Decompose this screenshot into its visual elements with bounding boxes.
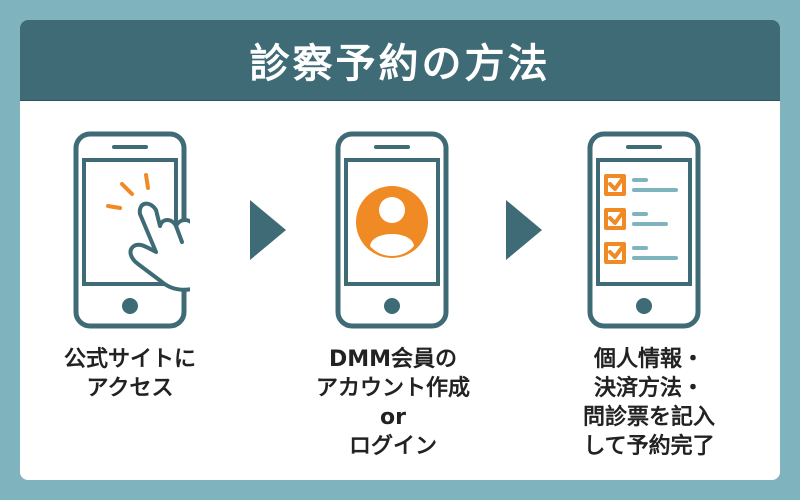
title-bar: 診察予約の方法 <box>20 20 780 101</box>
caption-line: アクセス <box>86 376 174 401</box>
step-3-caption: 個人情報・ 決済方法・ 問診票を記入 して予約完了 <box>544 345 754 461</box>
caption-line: ログイン <box>348 434 437 459</box>
diagram-card: 診察予約の方法 <box>20 20 780 480</box>
phone-user-icon <box>335 131 449 329</box>
step-1-caption: 公式サイトに アクセス <box>30 345 230 403</box>
caption-line: DMM会員の <box>328 347 458 372</box>
caption-line: 問診票を記入 <box>582 405 715 430</box>
caption-line: or <box>380 405 406 430</box>
phone-tap-icon <box>73 131 190 329</box>
arrow-right-icon <box>250 200 286 260</box>
phone-checklist-icon <box>587 131 701 329</box>
caption-line: して予約完了 <box>583 434 715 459</box>
step-2-caption: DMM会員の アカウント作成 or ログイン <box>288 345 498 461</box>
caption-line: 個人情報・ <box>593 347 704 372</box>
caption-line: 決済方法・ <box>593 376 704 401</box>
caption-line: アカウント作成 <box>315 376 470 401</box>
diagram-title: 診察予約の方法 <box>249 41 551 87</box>
arrow-right-icon <box>506 200 542 260</box>
caption-line: 公式サイトに <box>63 347 196 372</box>
